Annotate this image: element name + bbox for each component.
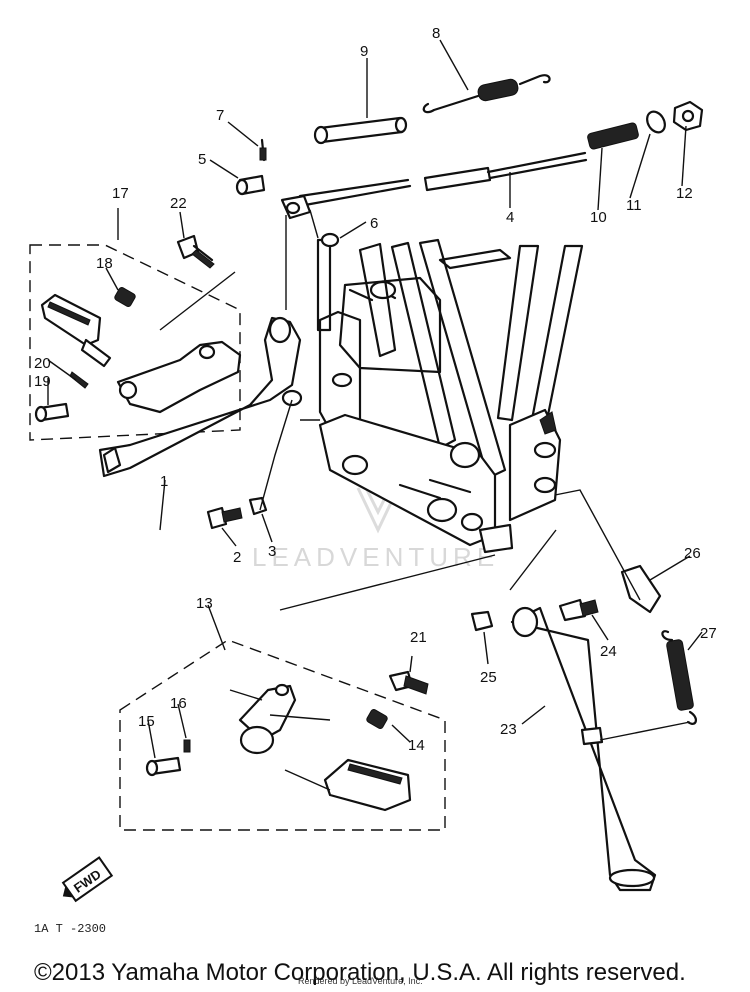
callout-19: 19: [34, 373, 51, 390]
callout-16: 16: [170, 695, 187, 712]
callout-23: 23: [500, 721, 517, 738]
callout-18: 18: [96, 255, 113, 272]
callout-6: 6: [370, 215, 378, 232]
brake-pedal-group: [29, 208, 320, 531]
callout-17: 17: [112, 185, 129, 202]
fwd-mark: FWD: [61, 856, 114, 903]
watermark-text: LEADVENTURE: [252, 542, 499, 572]
footrest-group: [119, 554, 496, 831]
callout-13: 13: [196, 595, 213, 612]
callout-leaders: [47, 39, 703, 759]
small-credit: Rendered by LeadVenture, Inc.: [298, 976, 423, 986]
callout-20: 20: [34, 355, 51, 372]
callout-26: 26: [684, 545, 701, 562]
callout-27: 27: [700, 625, 717, 642]
callout-3: 3: [268, 543, 276, 560]
callout-25: 25: [480, 669, 497, 686]
callout-11: 11: [626, 197, 642, 214]
callouts: 1 2 3 4 5 6 7 8 9 10 11 12 13 14 15 16 1…: [34, 25, 717, 754]
callout-2: 2: [233, 549, 241, 566]
side-stand-group: [470, 489, 697, 892]
callout-1: 1: [160, 473, 168, 490]
drawing-code: 1A T -2300: [34, 922, 106, 936]
callout-5: 5: [198, 151, 206, 168]
brake-rod-assembly: [235, 74, 704, 310]
callout-22: 22: [170, 195, 187, 212]
copyright-text: ©2013 Yamaha Motor Corporation, U.S.A. A…: [34, 959, 686, 986]
callout-8: 8: [432, 25, 440, 42]
callout-14: 14: [408, 737, 425, 754]
callout-24: 24: [600, 643, 617, 660]
callout-9: 9: [360, 43, 368, 60]
callout-4: 4: [506, 209, 514, 226]
frame-assembly: [316, 238, 584, 554]
watermark: LEADVENTURE: [252, 487, 499, 572]
callout-12: 12: [676, 185, 693, 202]
callout-10: 10: [590, 209, 607, 226]
callout-15: 15: [138, 713, 155, 730]
callout-21: 21: [410, 629, 427, 646]
callout-7: 7: [216, 107, 224, 124]
